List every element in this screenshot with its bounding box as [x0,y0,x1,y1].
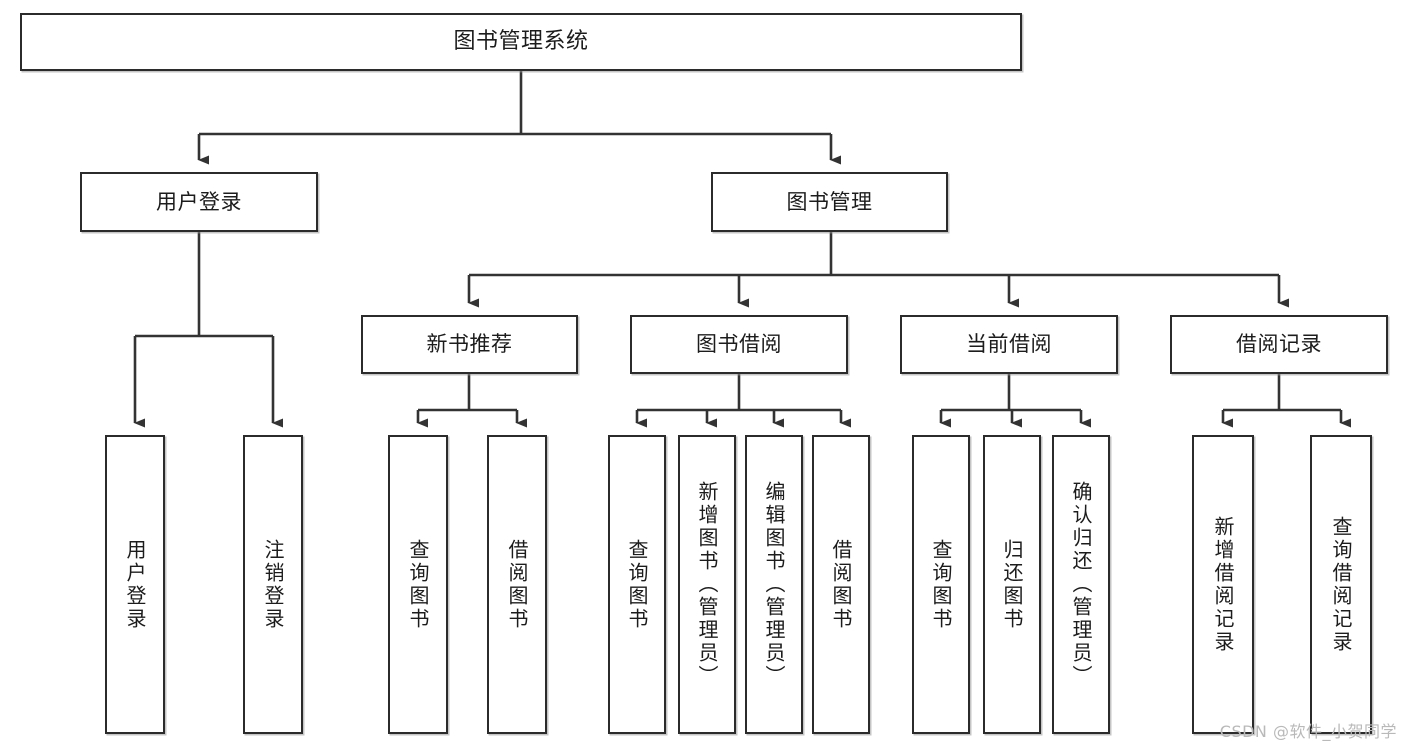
csdn-watermark: CSDN @软件_小贺同学 [1219,722,1397,741]
node-leaf-2-label: 查询图书 [406,538,430,631]
node-level3-3-label: 借阅记录 [1236,332,1322,357]
node-leaf-11[interactable]: 新增借阅记录 [1192,435,1254,734]
node-leaf-11-label: 新增借阅记录 [1211,515,1235,654]
node-leaf-3[interactable]: 借阅图书 [487,435,547,734]
node-leaf-0-label: 用户登录 [123,538,147,631]
node-level2-1[interactable]: 图书管理 [711,172,948,232]
node-leaf-5-label: 新增图书（管理员） [695,481,719,688]
node-level3-2-label: 当前借阅 [966,332,1052,357]
node-level3-0-label: 新书推荐 [426,332,513,357]
node-level2-1-label: 图书管理 [786,189,873,214]
node-level3-2[interactable]: 当前借阅 [900,315,1118,374]
node-leaf-9[interactable]: 归还图书 [983,435,1041,734]
node-leaf-0[interactable]: 用户登录 [105,435,165,734]
node-level2-0-label: 用户登录 [156,189,242,214]
node-leaf-9-label: 归还图书 [1000,538,1024,631]
node-leaf-6[interactable]: 编辑图书（管理员） [745,435,803,734]
node-leaf-8[interactable]: 查询图书 [912,435,970,734]
node-level2-0[interactable]: 用户登录 [80,172,318,232]
node-root-label: 图书管理系统 [453,29,589,55]
node-leaf-10[interactable]: 确认归还（管理员） [1052,435,1110,734]
node-leaf-3-label: 借阅图书 [505,538,529,631]
node-leaf-4[interactable]: 查询图书 [608,435,666,734]
node-leaf-4-label: 查询图书 [625,538,649,631]
node-leaf-1[interactable]: 注销登录 [243,435,303,734]
node-leaf-12-label: 查询借阅记录 [1329,515,1353,654]
node-leaf-10-label: 确认归还（管理员） [1069,481,1093,688]
node-leaf-5[interactable]: 新增图书（管理员） [678,435,736,734]
node-leaf-2[interactable]: 查询图书 [388,435,448,734]
node-leaf-7[interactable]: 借阅图书 [812,435,870,734]
node-level3-1[interactable]: 图书借阅 [630,315,848,374]
node-leaf-7-label: 借阅图书 [829,538,853,631]
node-leaf-1-label: 注销登录 [261,538,285,631]
node-leaf-6-label: 编辑图书（管理员） [762,481,786,688]
node-level3-3[interactable]: 借阅记录 [1170,315,1388,374]
node-root-system[interactable]: 图书管理系统 [20,13,1022,71]
node-level3-1-label: 图书借阅 [696,332,782,357]
node-leaf-8-label: 查询图书 [929,538,953,631]
node-level3-0[interactable]: 新书推荐 [361,315,578,374]
node-leaf-12[interactable]: 查询借阅记录 [1310,435,1372,734]
